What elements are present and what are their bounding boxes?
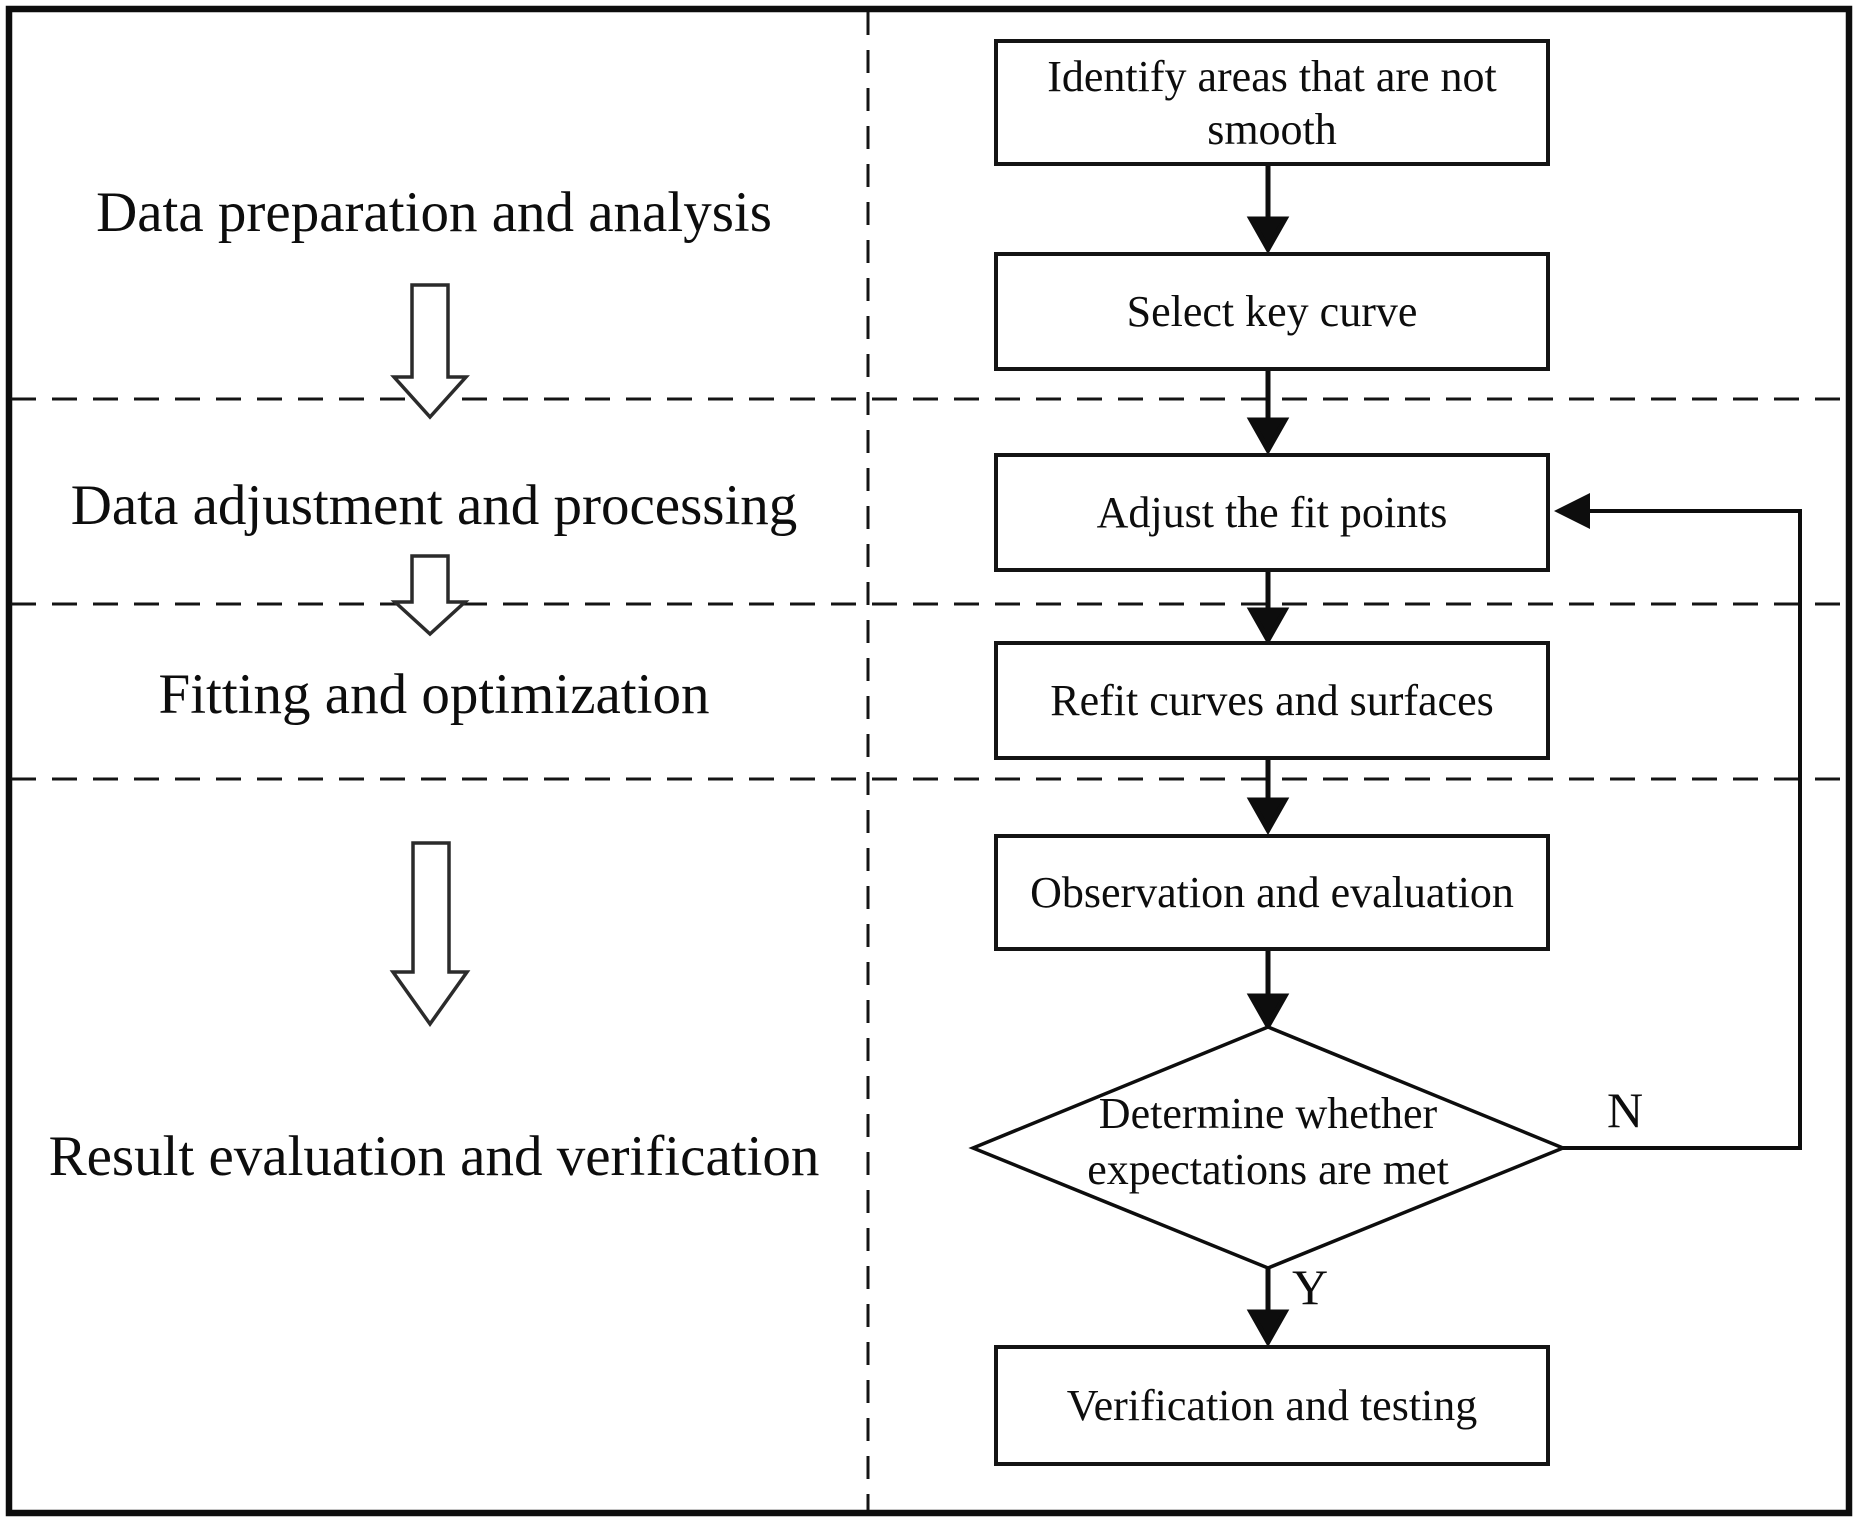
phase-arrow-1: [390, 283, 470, 420]
branch-label-yes: Y: [1291, 1259, 1329, 1315]
step-box-verification-testing: Verification and testing: [994, 1345, 1550, 1466]
phase-label-fitting-optimization: Fitting and optimization: [158, 663, 710, 726]
connector-head-3: [1246, 607, 1290, 646]
connector-head-6: [1246, 1309, 1290, 1348]
phase-arrow-2: [390, 554, 470, 637]
step-box-adjust-fit-points: Adjust the fit points: [994, 453, 1550, 572]
connector-head-5: [1246, 993, 1290, 1032]
step-box-select-key-curve: Select key curve: [994, 252, 1550, 371]
phase-label-result-evaluation: Result evaluation and verification: [48, 1125, 820, 1188]
step-box-observation-evaluation: Observation and evaluation: [994, 834, 1550, 951]
feedback-loop-line: [1563, 509, 1802, 1150]
connector-head-4: [1246, 797, 1290, 836]
connector-arrows: [1246, 166, 1290, 1348]
connector-head-2: [1246, 417, 1290, 456]
phase-label-data-preparation: Data preparation and analysis: [96, 181, 772, 244]
step-box-identify-areas: Identify areas that are not smooth: [994, 39, 1550, 166]
step-box-refit-curves: Refit curves and surfaces: [994, 641, 1550, 760]
decision-diamond: [968, 1025, 1568, 1270]
branch-label-no: N: [1606, 1082, 1644, 1138]
phase-label-data-adjustment: Data adjustment and processing: [70, 474, 798, 537]
phase-arrow-3: [389, 841, 471, 1028]
decision-diamond-label: Determine whether expectations are met: [1087, 1089, 1449, 1194]
figure-border: [5, 5, 1853, 1517]
feedback-arrowhead: [1554, 493, 1590, 529]
connector-head-1: [1246, 216, 1290, 255]
